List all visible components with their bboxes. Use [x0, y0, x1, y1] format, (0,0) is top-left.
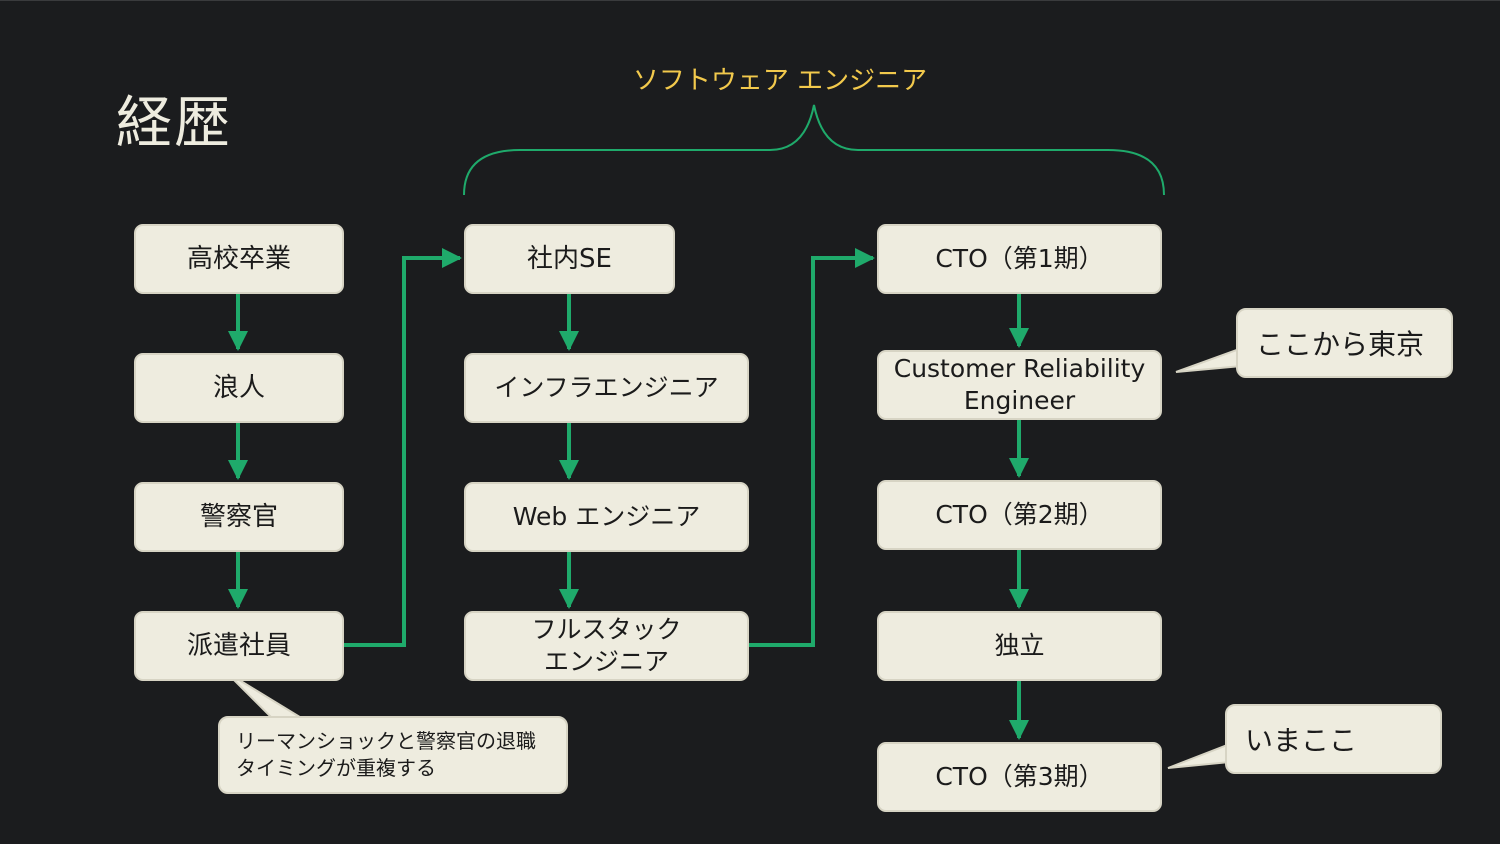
callout-tail-tokyo: [1175, 346, 1243, 373]
connector-c2-c3: [749, 248, 875, 647]
node-cto-1: CTO（第1期）: [877, 224, 1162, 294]
node-fullstack-engineer: フルスタック エンジニア: [464, 611, 749, 681]
connector-c1-c2: [344, 248, 462, 647]
callout-from-tokyo: ここから東京: [1236, 308, 1453, 378]
callout-lehman-shock: リーマンショックと警察官の退職 タイミングが重複する: [218, 716, 568, 794]
brace-label: ソフトウェア エンジニア: [632, 66, 928, 96]
node-web-engineer: Web エンジニア: [464, 482, 749, 552]
node-independent: 独立: [877, 611, 1162, 681]
page-title: 経歴: [116, 91, 232, 156]
node-infra-engineer: インフラエンジニア: [464, 353, 749, 423]
software-engineer-brace: [463, 104, 1165, 196]
node-ronin: 浪人: [134, 353, 344, 423]
node-cto-3: CTO（第3期）: [877, 742, 1162, 812]
node-high-school-graduation: 高校卒業: [134, 224, 344, 294]
callout-tail-now: [1167, 742, 1231, 769]
node-cto-2: CTO（第2期）: [877, 480, 1162, 550]
callout-im-here: いまここ: [1225, 704, 1442, 774]
node-customer-reliability-engineer: Customer Reliability Engineer: [877, 350, 1162, 420]
top-border: [0, 0, 1500, 1]
node-police-officer: 警察官: [134, 482, 344, 552]
node-temp-worker: 派遣社員: [134, 611, 344, 681]
node-internal-se: 社内SE: [464, 224, 675, 294]
